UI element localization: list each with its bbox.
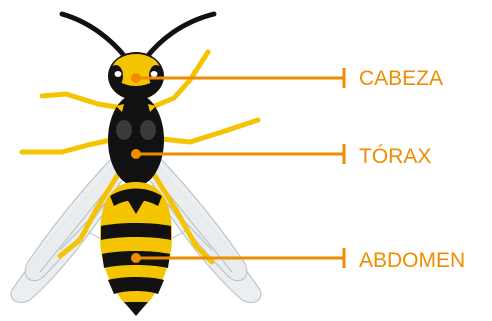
label-thorax: TÓRAX xyxy=(359,146,431,167)
leader-dot-thorax xyxy=(131,149,141,159)
label-abdomen: ABDOMEN xyxy=(359,250,465,271)
label-head: CABEZA xyxy=(359,68,443,89)
leg-mid-left xyxy=(22,138,120,152)
thorax-marking-left xyxy=(116,120,132,140)
leader-dot-abdomen xyxy=(131,253,141,263)
thorax-shape xyxy=(108,94,164,186)
antenna-right xyxy=(146,14,214,58)
abdomen xyxy=(100,182,172,316)
abdomen-tip xyxy=(124,302,148,316)
thorax-marking-right xyxy=(140,120,156,140)
leg-front-left xyxy=(42,94,122,108)
eye-left-highlight xyxy=(115,71,122,77)
antenna-left xyxy=(62,14,126,58)
thorax xyxy=(108,94,164,186)
leg-mid-right xyxy=(152,120,258,142)
leader-dot-head xyxy=(131,73,141,83)
eye-right-highlight xyxy=(151,71,158,77)
